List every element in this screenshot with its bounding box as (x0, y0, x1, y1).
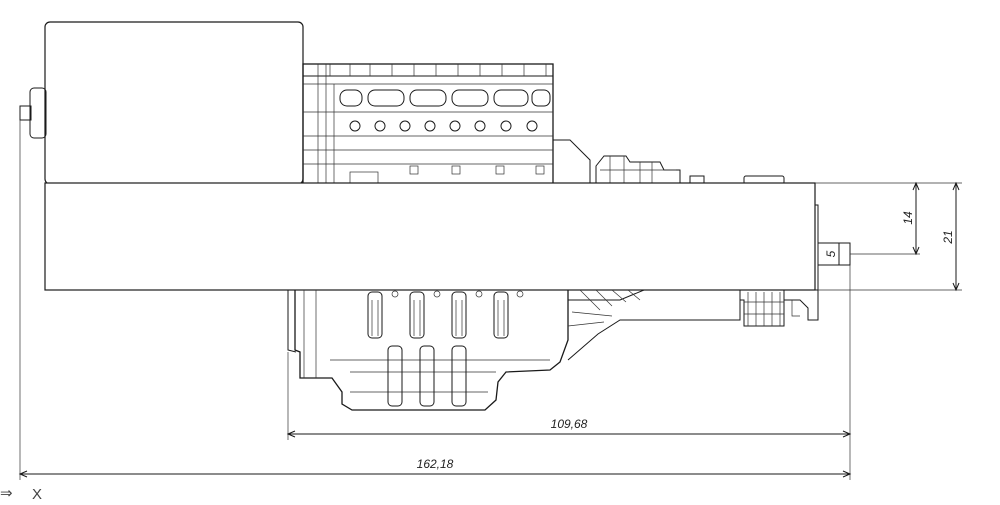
dim-label-overall-length: 162,18 (417, 457, 454, 471)
upper-gearbox (302, 63, 554, 185)
dim-label-motor-length: 109,68 (551, 417, 588, 431)
axis-arrow-icon: ⇒ (0, 485, 13, 502)
motor-housing (19, 21, 304, 185)
body-bar (44, 182, 819, 291)
dim-label-height-partial: 14 (901, 211, 915, 225)
upper-connector (553, 139, 785, 185)
axis-label: X (32, 486, 42, 503)
lower-gearbox (287, 290, 569, 411)
dim-label-height-total: 21 (941, 230, 955, 244)
lower-plug-assembly (567, 289, 819, 361)
dim-label-offset: 5 (824, 250, 838, 257)
dimension-lines (18, 120, 962, 480)
